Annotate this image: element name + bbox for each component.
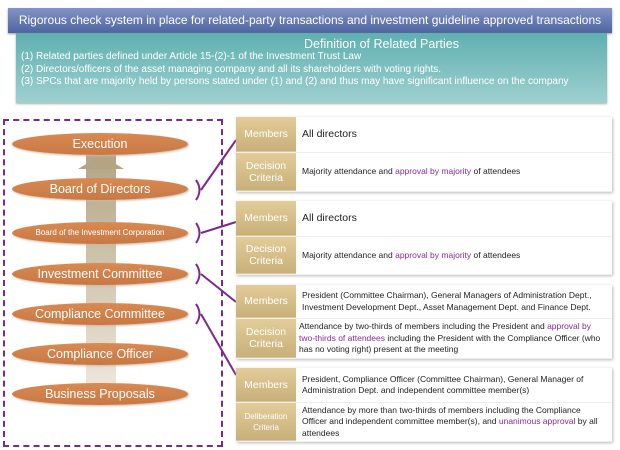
criteria-value: Majority attendance and approval by majo… xyxy=(296,153,612,191)
upward-arrow-icon xyxy=(78,155,124,169)
members-label: Members xyxy=(236,117,296,152)
criteria-text: of attendees xyxy=(471,249,521,260)
criteria-text: Attendance by two-thirds of members incl… xyxy=(299,321,548,332)
bracket-icon xyxy=(195,179,201,201)
bracket-icon xyxy=(195,303,201,325)
members-label: Members xyxy=(236,368,296,402)
flow-step-compliance-officer: Compliance Officer xyxy=(12,343,188,365)
members-value: All directors xyxy=(302,127,357,140)
criteria-highlight: unanimous approval xyxy=(498,416,576,427)
criteria-value: Majority attendance and approval by majo… xyxy=(296,237,612,274)
criteria-text: Majority attendance and xyxy=(302,249,396,260)
criteria-value: Attendance by two-thirds of members incl… xyxy=(296,319,612,358)
members-label: Members xyxy=(236,201,296,236)
connector-line xyxy=(200,221,237,234)
flow-step-board-investment-corporation: Board of the Investment Corporation xyxy=(12,222,188,244)
connector-line xyxy=(200,313,237,376)
definition-item: (2) Directors/officers of the asset mana… xyxy=(21,63,442,75)
header-banner: Rigorous check system in place for relat… xyxy=(8,8,612,33)
flow-step-board-of-directors: Board of Directors xyxy=(12,178,188,200)
criteria-text: by all attendees xyxy=(302,416,598,438)
connector-line xyxy=(200,139,237,191)
flow-step-investment-committee: Investment Committee xyxy=(12,263,188,285)
panel-compliance-committee: Members President, Compliance Officer (Co… xyxy=(236,368,612,442)
criteria-text: Attendance by more than two-thirds of me… xyxy=(302,404,581,427)
flow-step-compliance-committee: Compliance Committee xyxy=(12,303,188,325)
flow-step-execution: Execution xyxy=(12,133,188,155)
connector-line xyxy=(200,273,237,303)
members-value: President, Compliance Officer (Committee… xyxy=(302,373,584,396)
criteria-label: Decision Criteria xyxy=(236,237,296,274)
bracket-icon xyxy=(195,263,201,285)
criteria-text: Majority attendance and xyxy=(302,166,396,177)
criteria-label: Deliberation Criteria xyxy=(236,403,296,441)
criteria-text: of attendees xyxy=(471,166,521,177)
members-value: President (Committee Chairman), General … xyxy=(302,290,592,312)
criteria-highlight: approval by two-thirds of attendees xyxy=(299,321,592,343)
criteria-text: including the President with the Complia… xyxy=(299,332,601,355)
panel-investment-committee: Members President (Committee Chairman), G… xyxy=(236,285,612,359)
definition-box: Definition of Related Parties (1) Relate… xyxy=(16,33,607,103)
criteria-highlight: approval by majority xyxy=(395,249,472,260)
members-label: Members xyxy=(236,285,296,318)
criteria-label: Decision Criteria xyxy=(236,153,296,191)
members-value: All directors xyxy=(302,211,357,224)
criteria-label: Decision Criteria xyxy=(236,319,296,358)
definition-item: (1) Related parties defined under Articl… xyxy=(21,51,362,62)
bracket-icon xyxy=(195,222,201,244)
process-flow-box xyxy=(3,119,223,447)
criteria-value: Attendance by more than two-thirds of me… xyxy=(296,403,612,441)
definition-title: Definition of Related Parties xyxy=(304,37,459,51)
criteria-highlight: approval by majority xyxy=(395,166,472,177)
definition-item: (3) SPCs that are majority held by perso… xyxy=(21,76,569,87)
flow-step-business-proposals: Business Proposals xyxy=(12,383,188,405)
